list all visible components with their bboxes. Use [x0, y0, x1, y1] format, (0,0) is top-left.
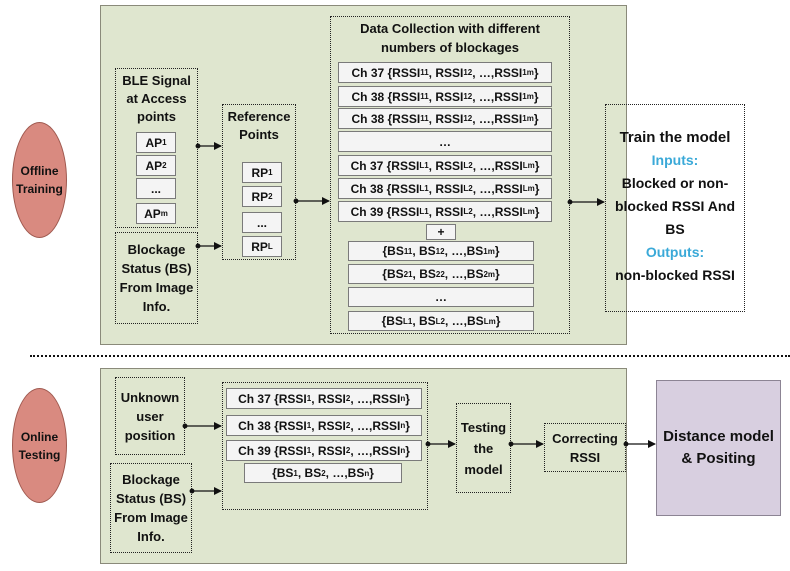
inputs-text: Blocked or non-blocked RSSI And BS — [614, 175, 736, 237]
data-collection-title: Data Collection with different numbers o… — [360, 21, 540, 55]
ap-item-ellipsis: ... — [136, 178, 176, 199]
blockage-status-box: Blockage Status (BS) From Image Info. — [115, 232, 198, 324]
section-divider — [30, 355, 790, 357]
reference-points-title: Reference Points — [227, 109, 291, 142]
online-testing-ellipse: Online Testing — [12, 388, 67, 503]
outputs-text: non-blocked RSSI — [615, 267, 735, 283]
reference-points-box — [222, 104, 296, 260]
unknown-position-box: Unknown user position — [115, 377, 185, 455]
plus-sign: + — [426, 224, 456, 240]
ble-signal-title: BLE Signal at Access points — [122, 73, 191, 124]
distance-model-text: Distance model & Positing — [663, 428, 774, 467]
outputs-label: Outputs: — [645, 244, 705, 260]
offline-training-label: Offline Training — [16, 164, 63, 196]
offline-training-ellipse: Offline Training — [12, 122, 67, 238]
train-model-box — [605, 104, 745, 312]
blockage-status-text: Blockage Status (BS) From Image Info. — [119, 242, 194, 314]
correcting-rssi-box: Correcting RSSI — [544, 423, 626, 472]
online-testing-label: Online Testing — [18, 429, 61, 462]
rp-item-ellipsis: ... — [242, 212, 282, 233]
train-model-content: Train the model Inputs: Blocked or non-b… — [606, 126, 744, 287]
correcting-rssi-text: Correcting RSSI — [552, 430, 618, 465]
bs-row-ellipsis: … — [348, 287, 534, 307]
online-blockage-text: Blockage Status (BS) From Image Info. — [114, 472, 188, 544]
train-model-title: Train the model — [619, 129, 731, 146]
online-blockage-box: Blockage Status (BS) From Image Info. — [110, 463, 192, 553]
ch-row-ellipsis: … — [338, 131, 552, 152]
unknown-position-text: Unknown user position — [120, 389, 180, 443]
data-collection-box — [330, 16, 570, 334]
inputs-label: Inputs: — [651, 152, 699, 168]
distance-model-box: Distance model & Positing — [656, 380, 781, 516]
testing-model-box: Testing the model — [456, 403, 511, 493]
testing-model-text: Testing the model — [460, 419, 507, 477]
